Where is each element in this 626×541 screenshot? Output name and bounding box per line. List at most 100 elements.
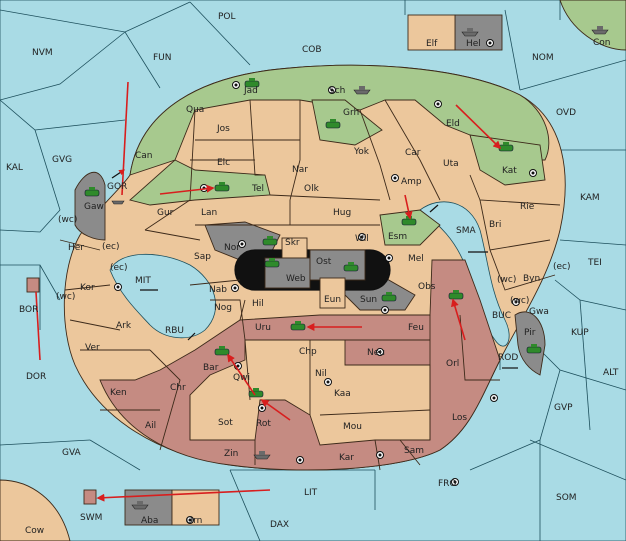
land-label-qua: Qua bbox=[186, 105, 204, 115]
land-label-hug: Hug bbox=[333, 208, 351, 218]
land-boundaries bbox=[59, 99, 561, 471]
coast-label: (ec) bbox=[110, 263, 128, 273]
land-label-nog: Nog bbox=[214, 303, 232, 313]
army-unit-grh[interactable] bbox=[325, 119, 341, 129]
land-label-mou: Mou bbox=[343, 422, 362, 432]
sea-label-rod: ROD bbox=[498, 353, 518, 363]
region-gaw bbox=[74, 172, 106, 241]
land-label-uru: Uru bbox=[255, 323, 271, 333]
army-unit-nor[interactable] bbox=[262, 236, 278, 246]
land-label-jad: Jad bbox=[243, 86, 258, 96]
land-label-los: Los bbox=[452, 413, 467, 423]
fleet-unit-con[interactable] bbox=[591, 26, 609, 35]
land-label-nor: Nor bbox=[224, 243, 240, 253]
army-unit-bar[interactable] bbox=[214, 346, 230, 356]
sea-label-fun: FUN bbox=[153, 53, 172, 63]
land-label-eld: Eld bbox=[446, 119, 460, 129]
army-unit-uru[interactable] bbox=[290, 321, 306, 331]
sea-label-ovd: OVD bbox=[556, 108, 576, 118]
sea-label-buc: BUC bbox=[492, 311, 511, 321]
fleet-unit-hel[interactable] bbox=[461, 28, 479, 37]
order-arrow bbox=[121, 81, 129, 196]
coast-label: (wc) bbox=[56, 292, 75, 302]
land-label-hil: Hil bbox=[252, 299, 264, 309]
land-label-skr: Skr bbox=[285, 238, 300, 248]
order-arrow bbox=[35, 291, 41, 361]
land-label-bri: Bri bbox=[489, 220, 501, 230]
land-label-kor: Kor bbox=[80, 283, 95, 293]
land-label-zin: Zin bbox=[224, 449, 238, 459]
land-label-olk: Olk bbox=[304, 184, 320, 194]
region-elf bbox=[407, 14, 456, 51]
coast-label: (ec) bbox=[102, 242, 120, 252]
land-label-bor: BOR bbox=[19, 305, 38, 315]
sea-label-gvp: GVP bbox=[554, 403, 573, 413]
army-unit-pir[interactable] bbox=[526, 344, 542, 354]
land-label-ver: Ver bbox=[85, 343, 100, 353]
land-label-uta: Uta bbox=[443, 159, 459, 169]
army-unit-tel[interactable] bbox=[214, 182, 230, 192]
land-label-obs: Obs bbox=[418, 282, 436, 292]
sea-label-som: SOM bbox=[556, 493, 577, 503]
land-label-aba: Aba bbox=[141, 516, 158, 526]
sea-label-nvm: NVM bbox=[32, 48, 53, 58]
land-label-yok: Yok bbox=[353, 147, 370, 157]
fleet-unit-sch[interactable] bbox=[353, 86, 371, 95]
order-arrow bbox=[227, 353, 256, 396]
army-unit-gaw[interactable] bbox=[84, 187, 100, 197]
land-label-elf: Elf bbox=[426, 39, 438, 49]
land-label-kaa: Kaa bbox=[334, 389, 351, 399]
land-label-byn: Byn bbox=[523, 274, 540, 284]
army-unit-ost[interactable] bbox=[343, 262, 359, 272]
sea-label-mit: MIT bbox=[135, 276, 151, 286]
land-label-nab: Nab bbox=[209, 285, 227, 295]
region-pir bbox=[514, 311, 546, 376]
region-grh bbox=[311, 99, 383, 146]
land-label-chp: Chp bbox=[299, 347, 317, 357]
fleet-unit-zin[interactable] bbox=[253, 451, 271, 460]
fleet-unit-gor[interactable] bbox=[111, 200, 125, 205]
land-label-ail: Ail bbox=[145, 421, 156, 431]
land-label-grh: Grh bbox=[343, 108, 359, 118]
fleet-unit-aba[interactable] bbox=[131, 501, 149, 510]
region-swm bbox=[83, 489, 97, 505]
land-label-sot: Sot bbox=[218, 418, 233, 428]
army-unit-sun[interactable] bbox=[381, 292, 397, 302]
coast-label: (wc) bbox=[510, 296, 529, 306]
units bbox=[84, 26, 609, 510]
sea-label-dax: DAX bbox=[270, 520, 289, 530]
move-orders bbox=[35, 81, 502, 502]
land-label-gwa: Gwa bbox=[529, 307, 549, 317]
sea-label-nom: NOM bbox=[532, 53, 554, 63]
land-label-can: Can bbox=[135, 151, 153, 161]
sea-label-rbu: RBU bbox=[165, 326, 184, 336]
sea-label-gva: GVA bbox=[62, 448, 82, 458]
land-label-con: Con bbox=[593, 38, 611, 48]
sea-label-cob: COB bbox=[302, 45, 322, 55]
land-label-nar: Nar bbox=[292, 165, 308, 175]
land-label-nil: Nil bbox=[315, 369, 327, 379]
army-unit-jad[interactable] bbox=[244, 78, 260, 88]
land-label-sam: Sam bbox=[404, 446, 424, 456]
land-label-hel: Hel bbox=[466, 39, 481, 49]
order-arrow bbox=[404, 194, 413, 220]
sea-label-pol: POL bbox=[218, 12, 236, 22]
sea-label-kam: KAM bbox=[580, 193, 600, 203]
land-label-ark: Ark bbox=[116, 321, 132, 331]
land-label-pir: Pir bbox=[524, 328, 536, 338]
army-unit-web[interactable] bbox=[264, 258, 280, 268]
region-orn bbox=[171, 489, 220, 526]
region-esm bbox=[379, 209, 441, 246]
land-label-ken: Ken bbox=[110, 388, 127, 398]
land-label-qwi: Qwi bbox=[233, 373, 250, 383]
land-label-tel: Tel bbox=[251, 184, 264, 194]
land-label-ost: Ost bbox=[316, 257, 332, 267]
sea-label-gvg: GVG bbox=[52, 155, 72, 165]
land-label-gaw: Gaw bbox=[84, 202, 104, 212]
land-label-wil: Wil bbox=[355, 234, 369, 244]
sea-label-alt: ALT bbox=[603, 368, 619, 378]
land-label-orn: Orn bbox=[186, 516, 202, 526]
sea-label-kal: KAL bbox=[6, 163, 23, 173]
